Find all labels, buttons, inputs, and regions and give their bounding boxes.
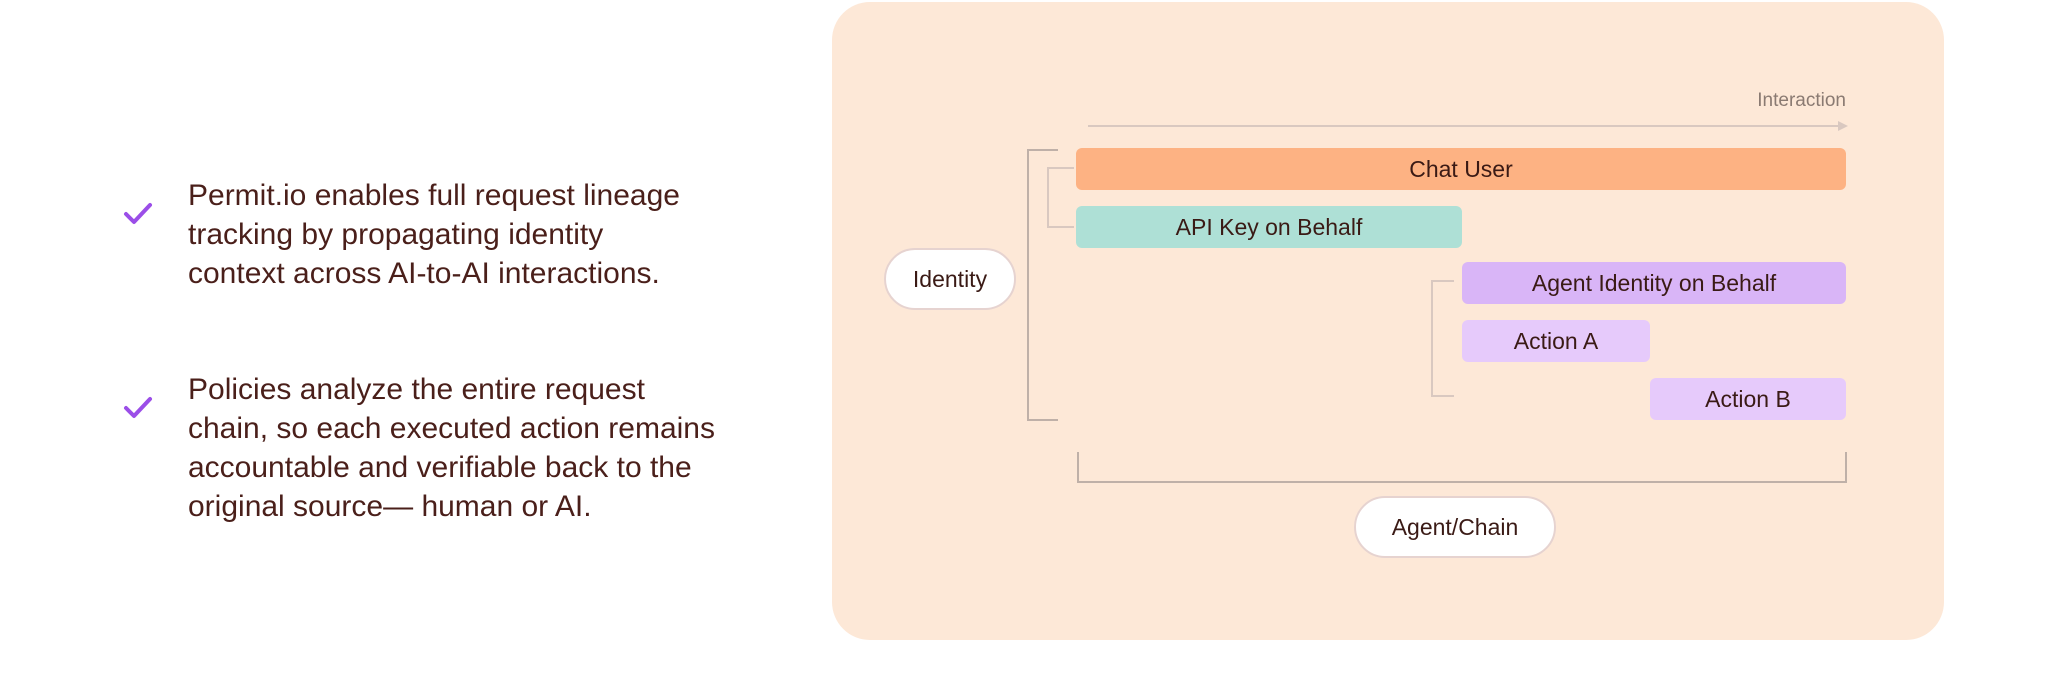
- agent-identity-bar: Agent Identity on Behalf: [1462, 262, 1846, 304]
- bullet-text: Policies analyze the entire request chai…: [188, 373, 715, 523]
- interaction-label: Interaction: [1757, 90, 1846, 111]
- action-a-bar: Action A: [1462, 320, 1650, 362]
- chat-api-bracket: [1047, 167, 1074, 228]
- api-key-bar: API Key on Behalf: [1076, 206, 1462, 248]
- bullet-lineage: Permit.io enables full request lineage t…: [120, 176, 788, 293]
- agent-chain-bracket: [1077, 452, 1847, 483]
- interaction-arrowhead: [1838, 121, 1848, 131]
- identity-bracket: [1027, 149, 1058, 421]
- bullet-text: Permit.io enables full request lineage t…: [188, 179, 680, 290]
- check-icon: [124, 203, 152, 224]
- check-icon: [124, 397, 152, 418]
- agent-actions-bracket: [1431, 280, 1454, 397]
- diagram-panel: Interaction Chat User API Key on Behalf …: [832, 2, 1944, 640]
- action-b-bar: Action B: [1650, 378, 1846, 420]
- chat-user-bar: Chat User: [1076, 148, 1846, 190]
- identity-pill: Identity: [884, 248, 1016, 310]
- diagram-lines: [1027, 121, 1848, 483]
- bullet-policies: Policies analyze the entire request chai…: [120, 370, 788, 526]
- agent-chain-pill: Agent/Chain: [1354, 496, 1556, 558]
